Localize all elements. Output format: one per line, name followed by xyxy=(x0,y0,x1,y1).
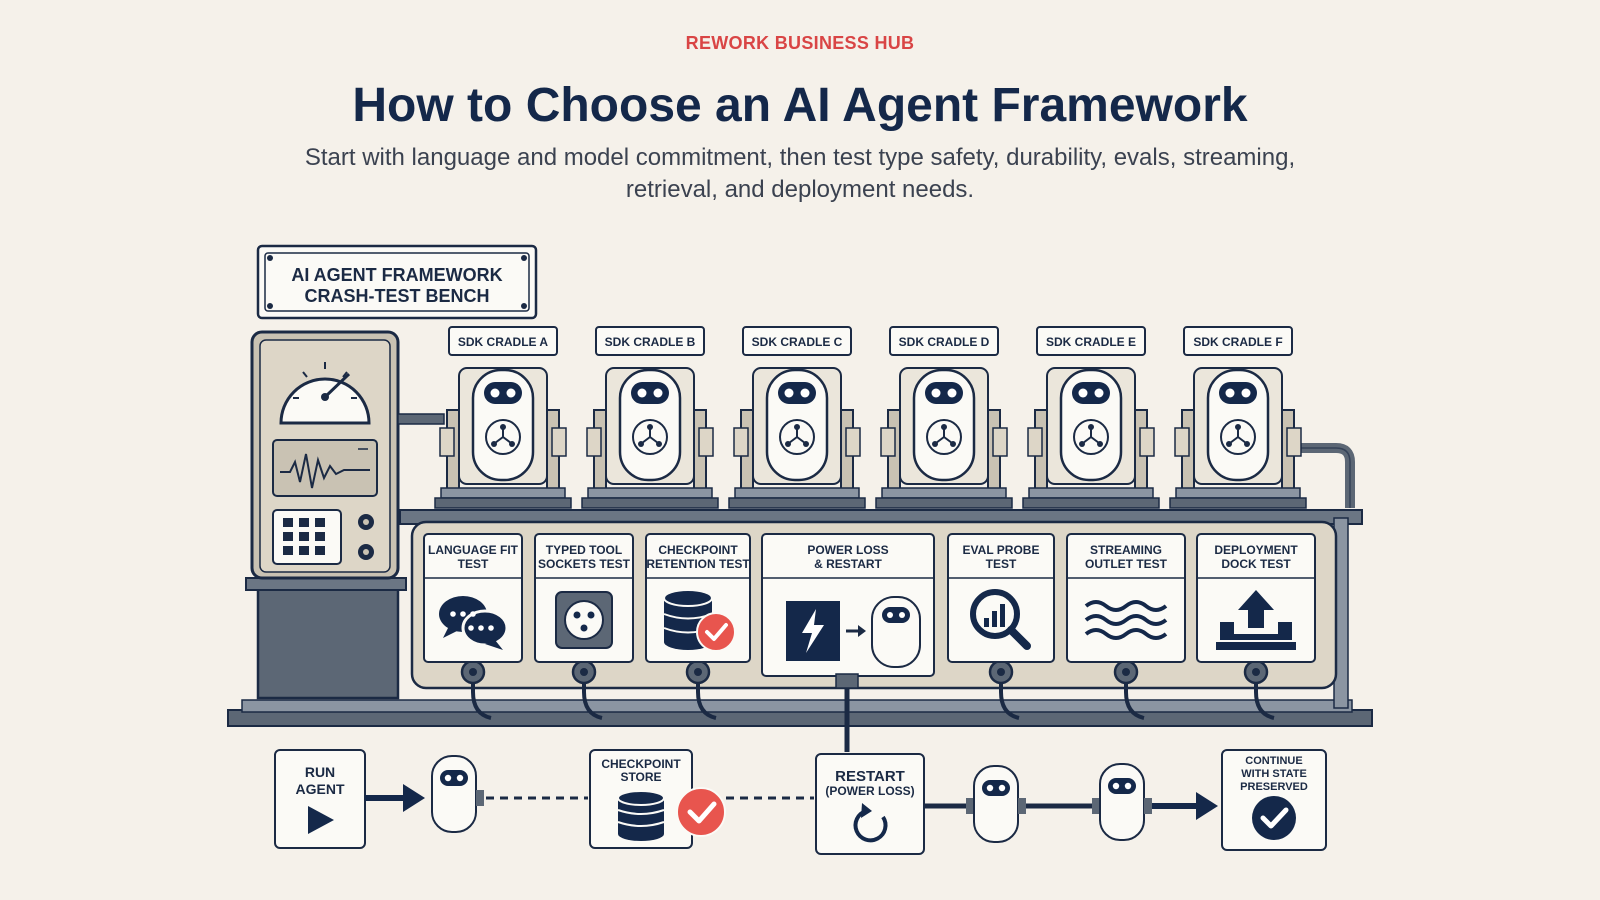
check-circle-icon xyxy=(1252,796,1296,840)
cradle-label: SDK CRADLE B xyxy=(605,335,696,349)
test-label-line-1: DEPLOYMENT xyxy=(1214,543,1298,557)
sdk-cradle: SDK CRADLE E xyxy=(1022,326,1160,509)
test-label-line-1: STREAMING xyxy=(1090,543,1162,557)
sdk-cradle: SDK CRADLE F xyxy=(1169,326,1307,509)
upload-dock-icon xyxy=(1216,590,1296,650)
refresh-icon xyxy=(853,803,888,843)
cradle-label: SDK CRADLE A xyxy=(458,335,549,349)
waves-icon xyxy=(1084,600,1168,640)
sign-line-2: CRASH-TEST BENCH xyxy=(304,286,489,306)
run-agent-box: RUN AGENT xyxy=(274,749,366,849)
bench-sign: AI AGENT FRAMEWORK CRASH-TEST BENCH xyxy=(256,244,538,320)
magnifier-chart-icon xyxy=(970,589,1031,650)
test-label-line-2: SOCKETS TEST xyxy=(538,557,631,571)
test-label-line-2: OUTLET TEST xyxy=(1085,557,1168,571)
cradle-label: SDK CRADLE F xyxy=(1193,335,1282,349)
checkpoint-label-2: STORE xyxy=(620,770,661,784)
run-label-1: RUN xyxy=(305,764,335,780)
continue-label-2: WITH STATE xyxy=(1241,768,1307,780)
arrow-right-icon-2 xyxy=(1196,792,1218,820)
database-check-icon xyxy=(663,589,736,652)
test-label-line-1: EVAL PROBE xyxy=(963,543,1040,557)
run-label-2: AGENT xyxy=(296,781,345,797)
test-label-line-1: LANGUAGE FIT xyxy=(428,543,519,557)
cradle-label: SDK CRADLE C xyxy=(752,335,843,349)
continue-label-1: CONTINUE xyxy=(1245,755,1302,767)
cradle-label: SDK CRADLE D xyxy=(899,335,990,349)
sdk-cradle: SDK CRADLE D xyxy=(875,326,1013,509)
sdk-cradle: SDK CRADLE C xyxy=(728,326,866,509)
test-label-line-1: TYPED TOOL xyxy=(546,543,622,557)
checkpoint-store-box: CHECKPOINT STORE xyxy=(589,749,693,849)
arrow-right-icon xyxy=(403,784,425,812)
page-title: How to Choose an AI Agent Framework xyxy=(352,79,1248,132)
play-icon xyxy=(308,806,334,834)
gauge-icon xyxy=(279,362,371,425)
sdk-cradle: SDK CRADLE A xyxy=(434,326,572,509)
durability-flow: RUN AGENT CHECKPOINT STORE xyxy=(274,673,1327,855)
test-card: POWER LOSS& RESTART xyxy=(761,533,935,677)
restart-label-1: RESTART xyxy=(835,768,905,785)
robot-icon-continued xyxy=(1099,763,1145,841)
page-subtitle: Start with language and model commitment… xyxy=(304,144,1296,203)
continue-box: CONTINUE WITH STATE PRESERVED xyxy=(1221,749,1327,851)
test-label-line-2: TEST xyxy=(986,557,1017,571)
keypad-icon xyxy=(272,509,342,565)
brand-kicker: REWORK BUSINESS HUB xyxy=(685,33,915,53)
restart-label-2: (POWER LOSS) xyxy=(825,784,914,798)
chat-bubbles-icon xyxy=(439,596,509,650)
restart-box: RESTART (POWER LOSS) xyxy=(815,753,925,855)
continue-label-3: PRESERVED xyxy=(1240,781,1308,793)
control-console xyxy=(245,330,445,700)
test-label-line-1: POWER LOSS xyxy=(807,543,888,557)
power-restart-icon xyxy=(786,596,921,668)
cradle-row: SDK CRADLE A SDK CRADLE B SDK CRADLE C SDK … xyxy=(434,326,1307,509)
robot-icon xyxy=(431,755,477,833)
socket-icon xyxy=(555,591,613,649)
robot-icon-restarted xyxy=(973,765,1019,843)
test-label-line-2: DOCK TEST xyxy=(1221,557,1291,571)
sign-line-1: AI AGENT FRAMEWORK xyxy=(291,265,502,285)
cradle-label: SDK CRADLE E xyxy=(1046,335,1136,349)
waveform-screen-icon xyxy=(272,439,378,497)
database-icon xyxy=(617,790,665,841)
checkpoint-label-1: CHECKPOINT xyxy=(601,757,681,771)
sdk-cradle: SDK CRADLE B xyxy=(581,326,719,509)
test-label-line-2: RETENTION TEST xyxy=(646,557,750,571)
check-badge-icon xyxy=(676,787,726,837)
test-label-line-2: TEST xyxy=(458,557,489,571)
test-label-line-1: CHECKPOINT xyxy=(658,543,738,557)
test-label-line-2: & RESTART xyxy=(814,557,882,571)
